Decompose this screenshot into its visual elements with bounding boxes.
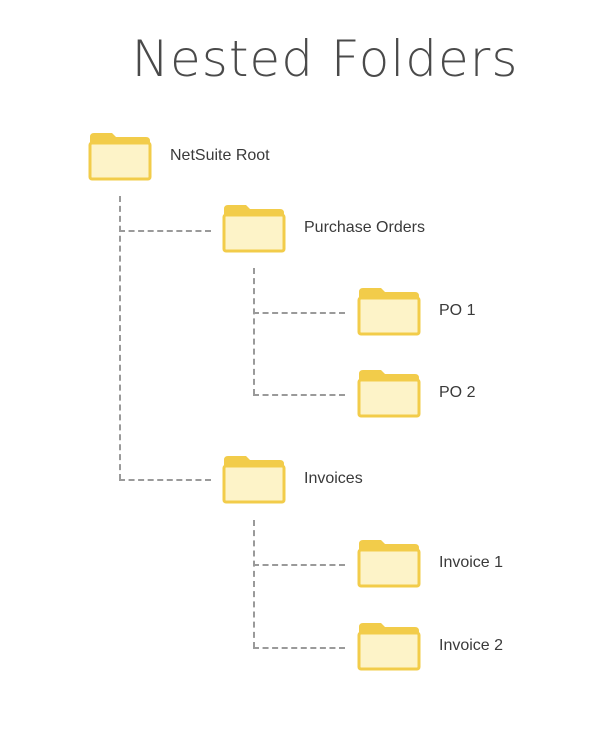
folder-icon — [222, 454, 286, 504]
folder-icon — [357, 368, 421, 418]
folder-node-root[interactable]: NetSuite Root — [88, 131, 270, 181]
connector-root-vertical — [119, 196, 121, 480]
connector-root-to-invoices — [119, 479, 211, 481]
folder-label-root: NetSuite Root — [170, 147, 270, 164]
connector-purchase-orders-to-po2 — [253, 394, 345, 396]
folder-label-purchase-orders: Purchase Orders — [304, 219, 425, 236]
folder-node-po-2[interactable]: PO 2 — [357, 368, 475, 418]
connector-purchase-orders-vertical — [253, 268, 255, 395]
folder-node-invoice-2[interactable]: Invoice 2 — [357, 621, 503, 671]
connector-invoices-vertical — [253, 520, 255, 648]
diagram-title: Nested Folders — [131, 30, 519, 88]
folder-label-po-2: PO 2 — [439, 384, 476, 401]
folder-label-invoice-2: Invoice 2 — [439, 637, 504, 654]
folder-icon — [357, 286, 421, 336]
folder-node-purchase-orders[interactable]: Purchase Orders — [222, 203, 425, 253]
connector-invoices-to-invoice1 — [253, 564, 345, 566]
connector-purchase-orders-to-po1 — [253, 312, 345, 314]
folder-label-invoice-1: Invoice 1 — [439, 554, 504, 571]
folder-label-invoices: Invoices — [304, 470, 363, 487]
folder-node-po-1[interactable]: PO 1 — [357, 286, 475, 336]
folder-label-po-1: PO 1 — [439, 302, 476, 319]
folder-icon — [357, 621, 421, 671]
folder-icon — [88, 131, 152, 181]
connector-invoices-to-invoice2 — [253, 647, 345, 649]
folder-node-invoice-1[interactable]: Invoice 1 — [357, 538, 503, 588]
folder-icon — [357, 538, 421, 588]
connector-root-to-purchase-orders — [119, 230, 211, 232]
folder-node-invoices[interactable]: Invoices — [222, 454, 363, 504]
folder-icon — [222, 203, 286, 253]
